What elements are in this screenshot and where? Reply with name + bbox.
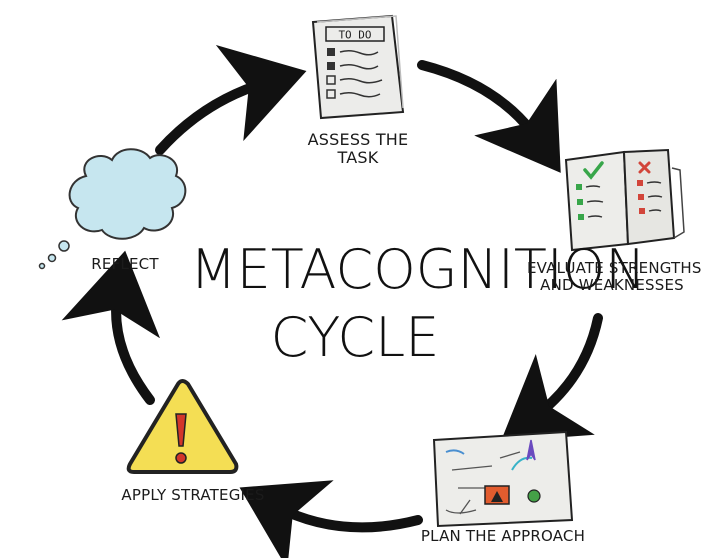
arrow-assess-to-evaluate (417, 60, 561, 173)
todo-heading: TO DO (338, 29, 371, 42)
assess-label-line2: TASK (337, 148, 379, 168)
check-mark-icon (583, 161, 604, 180)
diagram-title-line2: CYCLE (270, 306, 440, 369)
arrow-apply-to-reflect (61, 250, 161, 405)
evaluate-label-line2: AND WEAKNESSES (540, 276, 684, 295)
apply-label: APPLY STRATEGIES (121, 486, 265, 504)
assess-label: ASSESS THE TASK (300, 130, 416, 168)
cross-mark-icon (638, 161, 651, 174)
assess-label-line1: ASSESS THE (307, 130, 409, 149)
arrow-plan-to-apply (239, 480, 423, 558)
plan-map-icon (432, 430, 574, 528)
cycle-arrows (61, 44, 603, 558)
plan-label: PLAN THE APPROACH (420, 527, 586, 545)
arrow-reflect-to-assess (155, 44, 307, 155)
evaluate-label-line1: EVALUATE STRENGTHS (527, 259, 702, 277)
diagram-title-line1: METACOGNITION (190, 238, 646, 301)
evaluate-label: EVALUATE STRENGTHS AND WEAKNESSES (527, 259, 702, 295)
arrow-evaluate-to-plan (500, 313, 603, 442)
thought-cloud-icon (38, 148, 187, 270)
reflect-label: REFLECT (91, 255, 159, 273)
strengths-weaknesses-book-icon (564, 148, 685, 252)
warning-sign-icon (126, 379, 239, 474)
todo-checklist-icon: TO DO (311, 14, 405, 120)
